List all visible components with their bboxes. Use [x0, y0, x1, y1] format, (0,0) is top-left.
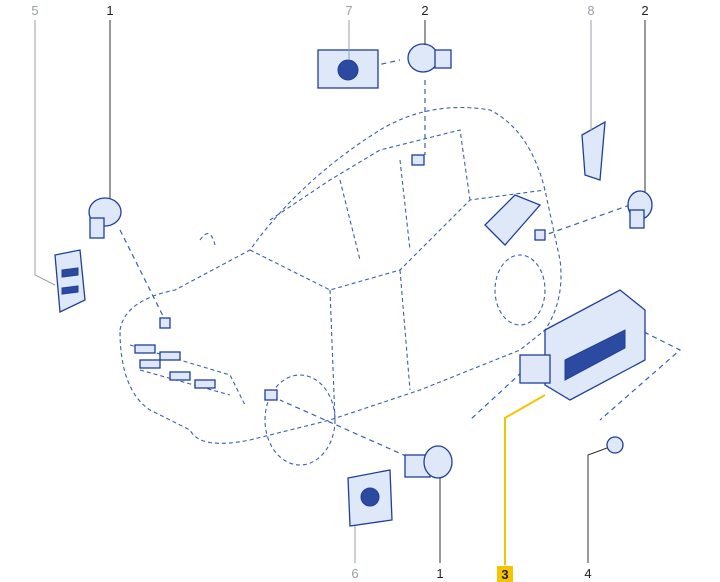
callout-4: 4: [584, 566, 591, 581]
vehicle-outline: [119, 106, 562, 466]
part-7-bracket: [317, 49, 379, 89]
part-5-bracket: [54, 249, 86, 313]
part-1-sensor-rear: [404, 445, 453, 479]
part-2-sensor-right: [627, 190, 653, 229]
part-8-bracket: [581, 120, 606, 181]
front-grille: [134, 344, 216, 389]
part-3-control-unit: [519, 289, 646, 401]
callout-8: 8: [587, 3, 594, 18]
callout-1-top: 1: [106, 3, 113, 18]
part-4-clip: [606, 436, 624, 454]
callout-6: 6: [351, 566, 358, 581]
callout-2-right: 2: [641, 3, 648, 18]
callout-1-bottom: 1: [436, 566, 443, 581]
callout-3-highlight: [497, 566, 513, 582]
callout-7: 7: [345, 3, 352, 18]
callout-5: 5: [31, 3, 38, 18]
part-6-bracket: [347, 469, 393, 527]
callout-3: 3: [501, 567, 508, 582]
part-1-sensor-front-left: [88, 197, 122, 239]
callout-2-mid: 2: [421, 3, 428, 18]
control-unit-in-vehicle: [484, 194, 542, 246]
part-2-sensor-top: [407, 43, 452, 73]
vehicle-sensor-marks: [159, 154, 546, 401]
